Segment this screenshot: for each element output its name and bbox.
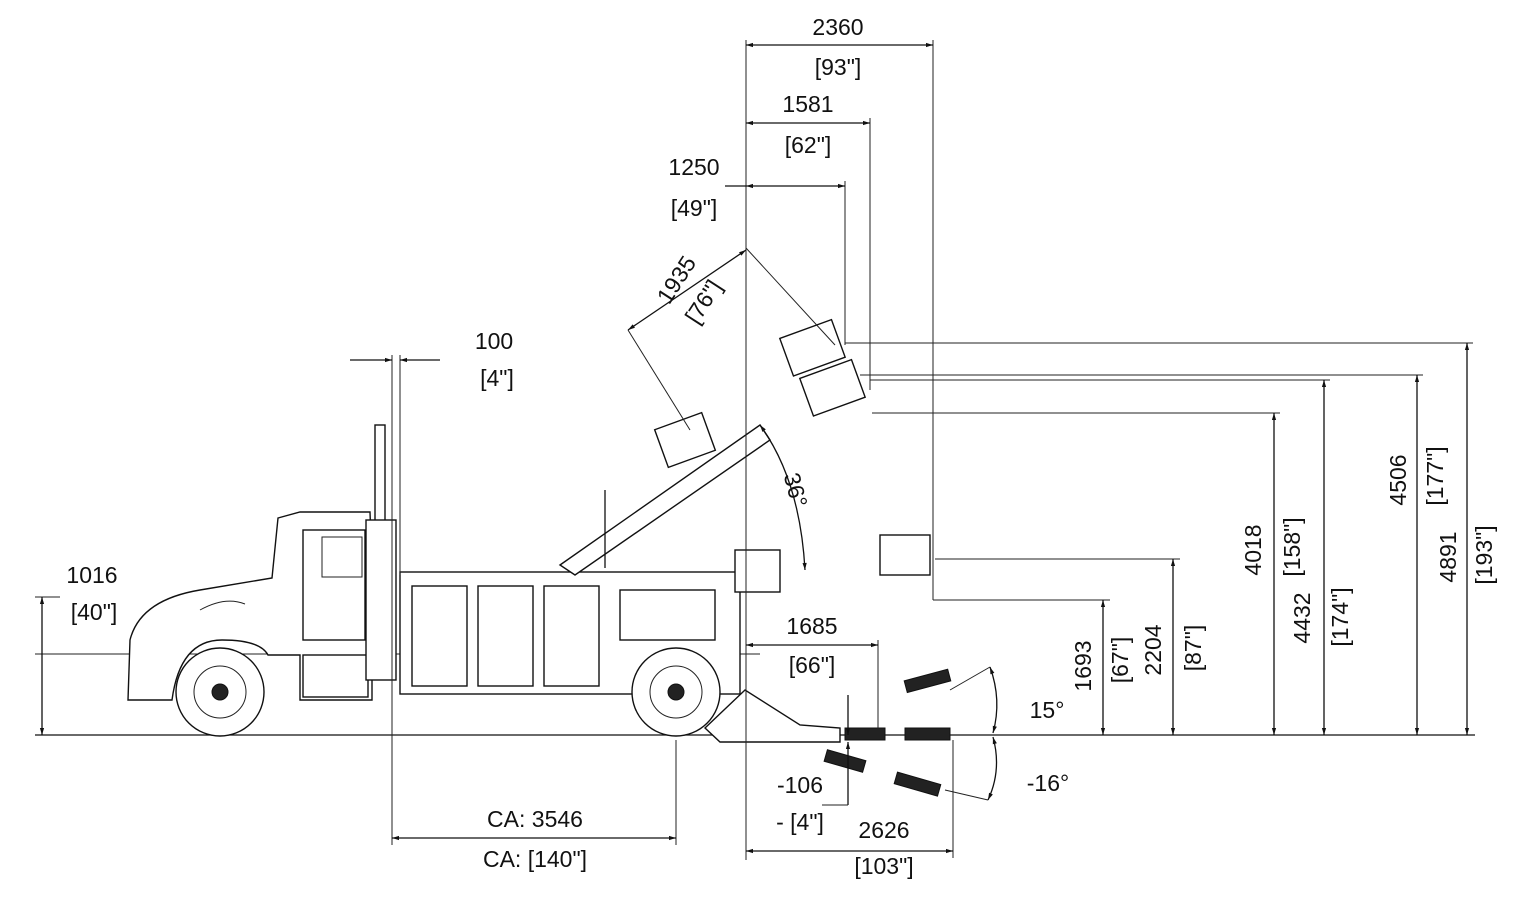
label-4018-mm: 4018	[1240, 524, 1266, 575]
wheel-rear	[631, 647, 721, 737]
label-106-mm: -106	[777, 772, 823, 798]
label-100-in: [4"]	[480, 365, 514, 391]
tow-truck	[127, 318, 952, 797]
label-4506-in: [177"]	[1422, 446, 1448, 505]
label-1250-in: [49"]	[671, 195, 718, 221]
label-1693-mm: 1693	[1070, 640, 1096, 691]
grille-vent	[365, 519, 397, 681]
label-4891-mm: 4891	[1435, 531, 1461, 582]
label-1685-mm: 1685	[786, 613, 837, 639]
label-4891-in: [193"]	[1471, 525, 1497, 584]
boom-retracted	[558, 411, 771, 576]
label-tilt-up: 15°	[1030, 697, 1065, 723]
label-ca-mm: CA: 3546	[487, 806, 583, 832]
boom-raised-heads	[734, 318, 931, 593]
label-2626-mm: 2626	[858, 817, 909, 843]
label-1581-mm: 1581	[782, 91, 833, 117]
label-2626-in: [103"]	[854, 853, 913, 879]
label-100-mm: 100	[475, 328, 513, 354]
label-2360-mm: 2360	[812, 14, 863, 40]
underlift	[703, 668, 952, 797]
label-1581-in: [62"]	[785, 132, 832, 158]
label-106-in: - [4"]	[776, 809, 824, 835]
label-2360-in: [93"]	[815, 54, 862, 80]
dimension-labels: 2360 [93"] 1581 [62"] 1250 [49"] 1935 [7…	[66, 14, 1497, 879]
label-2204-in: [87"]	[1180, 625, 1206, 672]
label-1250-mm: 1250	[668, 154, 719, 180]
label-4432-in: [174"]	[1327, 587, 1353, 646]
label-2204-mm: 2204	[1140, 624, 1166, 675]
label-4432-mm: 4432	[1289, 592, 1315, 643]
wheel-front	[175, 647, 265, 737]
label-4506-mm: 4506	[1385, 454, 1411, 505]
truck-cab	[127, 511, 373, 701]
label-1685-in: [66"]	[789, 652, 836, 678]
label-4018-in: [158"]	[1279, 517, 1305, 576]
label-1016-in: [40"]	[71, 599, 118, 625]
label-tilt-down: -16°	[1027, 770, 1069, 796]
label-1693-in: [67"]	[1107, 637, 1133, 684]
dimension-lines	[35, 40, 1473, 860]
label-1016-mm: 1016	[66, 562, 117, 588]
label-boom-angle: 36°	[779, 470, 813, 510]
label-ca-in: CA: [140"]	[483, 846, 587, 872]
